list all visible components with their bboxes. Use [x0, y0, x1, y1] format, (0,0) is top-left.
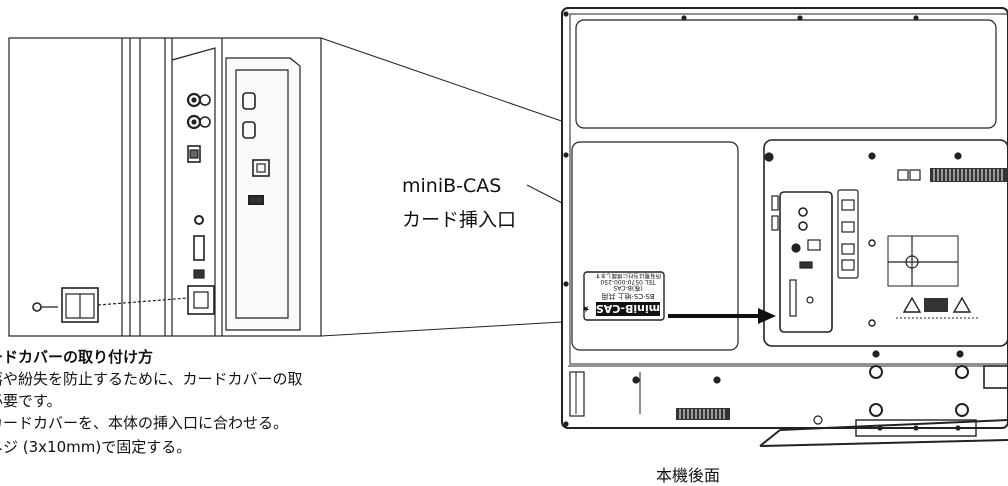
card-tel: TEL 0570-000-250 [600, 278, 656, 285]
jack-top-left [186, 92, 211, 130]
card-company: (株)B-CAS [613, 284, 642, 292]
terminal-board [764, 152, 859, 333]
caption-line-3: カードカバーを、本体の挿入口に合わせる。 [0, 414, 289, 432]
card-title: miniB-CAS [596, 302, 660, 315]
minib-cas-card: miniB-CAS BS·CS·地上 共用 (株)B-CAS TEL 0570-… [582, 271, 665, 321]
back-view-label: 本機後面 [656, 466, 721, 485]
caption-line-1: 落や紛失を防止するために、カードカバーの取 [0, 370, 303, 388]
detail-view [8, 37, 322, 337]
caption-line-4: ネジ (3x10mm)で固定する。 [0, 438, 192, 456]
card-note: 所有権は当社に帰属します [595, 272, 662, 280]
card-cover [61, 287, 99, 323]
caption-title: ードカバーの取り付け方 [0, 348, 154, 366]
callout-line-1: miniB-CAS [402, 175, 502, 197]
star-icon: ★ [582, 303, 590, 313]
card-sub: BS·CS·地上 共用 [601, 292, 654, 301]
screw [32, 302, 58, 312]
caption-line-2: 必要です。 [0, 392, 62, 410]
callout-line-2: カード挿入口 [402, 209, 517, 231]
jack-side [242, 92, 270, 205]
insert-arrow [668, 308, 776, 324]
tv-back [561, 7, 1008, 447]
